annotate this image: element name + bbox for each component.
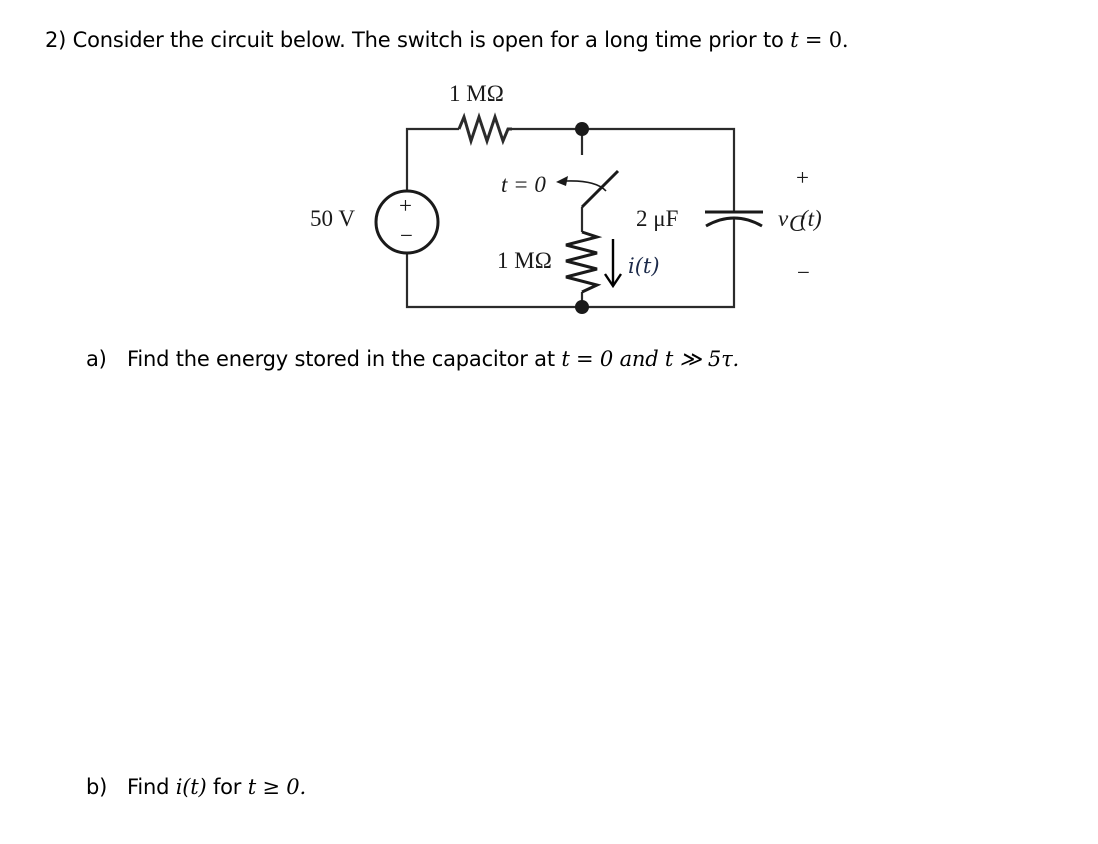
bottom-node-dot bbox=[575, 300, 589, 314]
part-b-math-condition: t ≥ 0. bbox=[247, 775, 306, 799]
question-condition-var: t bbox=[790, 28, 799, 52]
part-a-math: t = 0 and t ≫ 5τ. bbox=[561, 347, 739, 371]
switch-arc-arrow bbox=[565, 180, 607, 192]
part-b-text-mid: for bbox=[212, 775, 242, 799]
capacitor-voltage-main: v bbox=[778, 206, 789, 231]
switch-label: t = 0 bbox=[501, 172, 546, 197]
part-b: b) Find i(t) for t ≥ 0. bbox=[86, 775, 306, 799]
wire-top-right bbox=[512, 127, 736, 212]
question-heading: 2) Consider the circuit below. The switc… bbox=[45, 28, 849, 52]
series-resistor-label: 1 MΩ bbox=[449, 81, 504, 106]
capacitor-voltage-sub: C bbox=[789, 211, 805, 236]
part-b-text-before: Find bbox=[127, 775, 170, 799]
part-a-label: a) bbox=[86, 347, 107, 371]
question-text: Consider the circuit below. The switch i… bbox=[72, 28, 784, 52]
switch-arrowhead-icon bbox=[556, 176, 568, 186]
voltage-source-minus: − bbox=[400, 223, 413, 248]
capacitor-voltage-plus: + bbox=[796, 165, 809, 190]
voltage-source-label: 50 V bbox=[310, 206, 355, 231]
wire-left-top bbox=[405, 127, 459, 191]
capacitor-label: 2 μF bbox=[636, 206, 678, 231]
capacitor-curved-plate bbox=[705, 216, 763, 228]
switch-blade[interactable] bbox=[580, 169, 620, 209]
part-b-math-current: i(t) bbox=[175, 775, 207, 799]
series-resistor-symbol bbox=[457, 112, 512, 147]
question-condition-rel: = 0. bbox=[798, 28, 849, 52]
wire-left-bottom bbox=[405, 218, 736, 309]
part-a-text: Find the energy stored in the capacitor … bbox=[127, 347, 555, 371]
part-a: a) Find the energy stored in the capacito… bbox=[86, 347, 739, 371]
capacitor-voltage-arg: (t) bbox=[800, 206, 822, 231]
part-b-label: b) bbox=[86, 775, 108, 799]
top-node-dot bbox=[575, 122, 589, 136]
voltage-source-plus: + bbox=[399, 193, 412, 218]
capacitor-voltage-minus: − bbox=[797, 260, 810, 285]
question-number: 2) bbox=[45, 28, 67, 52]
shunt-resistor-symbol bbox=[565, 230, 603, 294]
capacitor-gap-mask bbox=[728, 213, 740, 217]
voltage-source-symbol bbox=[374, 189, 440, 255]
current-label: i(t) bbox=[628, 254, 660, 278]
shunt-resistor-label: 1 MΩ bbox=[497, 248, 552, 273]
current-arrowhead-icon bbox=[604, 273, 622, 289]
